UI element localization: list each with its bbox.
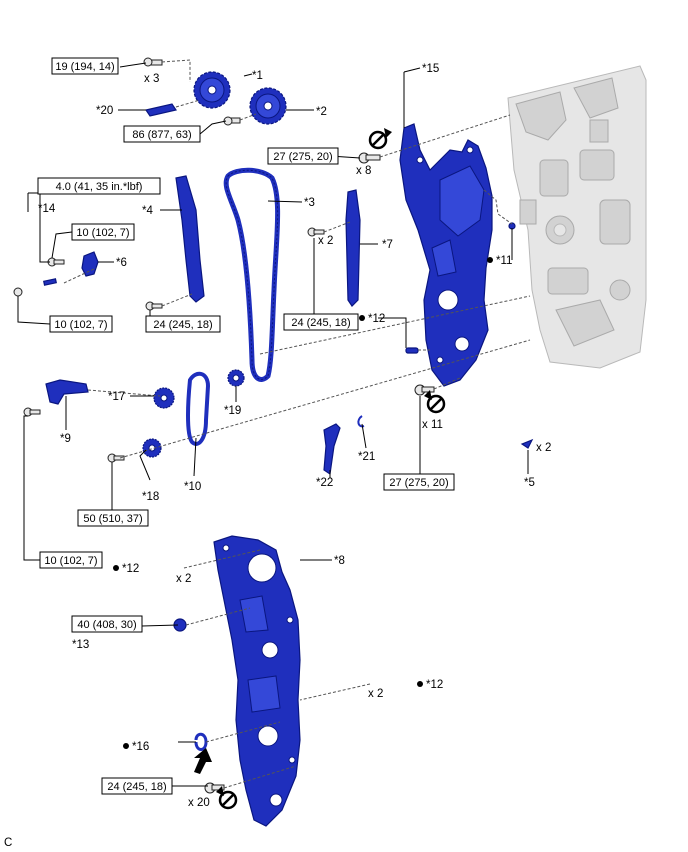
part-label-14: *14 bbox=[38, 203, 56, 215]
quantity-q5: x 2 bbox=[536, 442, 551, 454]
part-label-13: *13 bbox=[72, 639, 89, 651]
part-labels: *1 *2 *3 *4 *5 *6 *7 *8 *9 *10 *11 *12 *… bbox=[38, 63, 535, 753]
apply-adhesive-dot-icon bbox=[113, 565, 119, 571]
timing-chain bbox=[223, 167, 281, 382]
part-label-20: *20 bbox=[96, 105, 113, 117]
quantity-q1: x 3 bbox=[144, 73, 159, 85]
part-label-6: *6 bbox=[116, 257, 127, 269]
diagram-code: C bbox=[4, 837, 12, 849]
leader-lines bbox=[17, 62, 529, 787]
torque-spec-t4: 4.0 (41, 35 in.*lbf) bbox=[37, 177, 161, 195]
svg-text:27 (275, 20): 27 (275, 20) bbox=[273, 151, 332, 163]
chain-tensioner bbox=[81, 251, 99, 277]
chain-tensioner-slipper bbox=[175, 175, 205, 303]
no-reuse-icon bbox=[424, 390, 446, 414]
part-label-8: *8 bbox=[334, 555, 345, 567]
part-label-17: *17 bbox=[108, 391, 125, 403]
knock-pin-12 bbox=[405, 347, 419, 354]
svg-text:24 (245, 18): 24 (245, 18) bbox=[153, 319, 212, 331]
part-label-1: *1 bbox=[252, 70, 263, 82]
oil-seal-16 bbox=[194, 732, 208, 751]
part-label-15: *15 bbox=[422, 63, 439, 75]
torque-spec-t1: 19 (194, 14) bbox=[51, 57, 119, 75]
svg-text:4.0 (41, 35 in.*lbf): 4.0 (41, 35 in.*lbf) bbox=[56, 181, 143, 193]
torque-spec-t8: 24 (245, 18) bbox=[283, 313, 359, 331]
part-label-11: *11 bbox=[496, 255, 512, 267]
quantity-q7: x 2 bbox=[368, 688, 383, 700]
torque-spec-t2: 86 (877, 63) bbox=[123, 125, 201, 143]
quantity-labels: x 3 x 8 x 2 x 11 x 2 x 2 x 2 x 20 bbox=[144, 73, 551, 809]
part-label-12c: *12 bbox=[426, 679, 443, 691]
part-label-5: *5 bbox=[524, 477, 535, 489]
quantity-q3: x 2 bbox=[318, 235, 333, 247]
chain-vibration-damper bbox=[345, 189, 361, 307]
part-label-22: *22 bbox=[316, 477, 333, 489]
svg-text:50 (510, 37): 50 (510, 37) bbox=[83, 513, 142, 525]
bolts bbox=[13, 57, 435, 794]
part-label-7: *7 bbox=[382, 239, 393, 251]
quantity-q2: x 8 bbox=[356, 165, 371, 177]
torque-spec-t9: 27 (275, 20) bbox=[383, 473, 455, 491]
part-label-18: *18 bbox=[142, 491, 159, 503]
quantity-q6: x 2 bbox=[176, 573, 191, 585]
svg-text:10 (102, 7): 10 (102, 7) bbox=[76, 227, 129, 239]
apply-adhesive-dot-icon bbox=[123, 743, 129, 749]
part-label-21: *21 bbox=[358, 451, 375, 463]
apply-adhesive-dot-icon bbox=[359, 315, 365, 321]
arrow-icon bbox=[194, 748, 212, 774]
svg-text:19 (194, 14): 19 (194, 14) bbox=[55, 61, 114, 73]
part-label-16: *16 bbox=[132, 741, 149, 753]
torque-spec-t3: 27 (275, 20) bbox=[267, 147, 339, 165]
idler-sprocket bbox=[227, 369, 245, 387]
part-label-19: *19 bbox=[224, 405, 241, 417]
svg-text:27 (275, 20): 27 (275, 20) bbox=[389, 477, 448, 489]
timing-chain-cover-lower bbox=[213, 535, 301, 827]
svg-text:86 (877, 63): 86 (877, 63) bbox=[132, 129, 191, 141]
no-reuse-icon bbox=[368, 128, 392, 150]
part-label-12a: *12 bbox=[368, 313, 385, 325]
svg-text:24 (245, 18): 24 (245, 18) bbox=[291, 317, 350, 329]
oil-pump-drive-sprocket bbox=[142, 438, 162, 458]
torque-spec-t13: 24 (245, 18) bbox=[101, 777, 173, 795]
torque-spec-t6: 10 (102, 7) bbox=[49, 315, 113, 333]
svg-text:40 (408, 30): 40 (408, 30) bbox=[77, 619, 136, 631]
engine-block bbox=[507, 65, 647, 369]
spring-clip bbox=[357, 415, 365, 428]
crankshaft-timing-sprocket bbox=[153, 387, 175, 409]
camshaft-timing-gear-intake bbox=[193, 71, 231, 109]
apply-adhesive-dot-icon bbox=[417, 681, 423, 687]
torque-spec-t7: 24 (245, 18) bbox=[145, 315, 221, 333]
part-label-10: *10 bbox=[184, 481, 201, 493]
no-reuse-icon bbox=[216, 786, 238, 810]
timing-chain-cover-upper bbox=[399, 123, 493, 387]
torque-spec-t11: 10 (102, 7) bbox=[39, 551, 103, 569]
part-label-2: *2 bbox=[316, 106, 327, 118]
svg-text:10 (102, 7): 10 (102, 7) bbox=[54, 319, 107, 331]
pin bbox=[520, 438, 534, 449]
svg-text:10 (102, 7): 10 (102, 7) bbox=[44, 555, 97, 567]
camshaft-sensor-pin bbox=[145, 103, 177, 117]
camshaft-timing-gear-exhaust bbox=[249, 87, 287, 125]
dashed-alignment-lines bbox=[63, 59, 531, 789]
part-label-4: *4 bbox=[142, 205, 153, 217]
quantity-q4: x 11 bbox=[422, 419, 443, 431]
quantity-q8: x 20 bbox=[188, 797, 210, 809]
torque-spec-t5: 10 (102, 7) bbox=[71, 223, 135, 241]
crank-position-sensor-plate bbox=[45, 379, 89, 405]
torque-spec-t10: 50 (510, 37) bbox=[77, 509, 149, 527]
torque-spec-t12: 40 (408, 30) bbox=[71, 615, 143, 633]
svg-text:24 (245, 18): 24 (245, 18) bbox=[107, 781, 166, 793]
part-label-3: *3 bbox=[304, 197, 315, 209]
apply-adhesive-dot-icon bbox=[487, 257, 493, 263]
oil-pump-chain bbox=[186, 371, 211, 446]
part-label-9: *9 bbox=[60, 433, 71, 445]
part-label-12b: *12 bbox=[122, 563, 139, 575]
chain-guide-small bbox=[323, 423, 341, 476]
